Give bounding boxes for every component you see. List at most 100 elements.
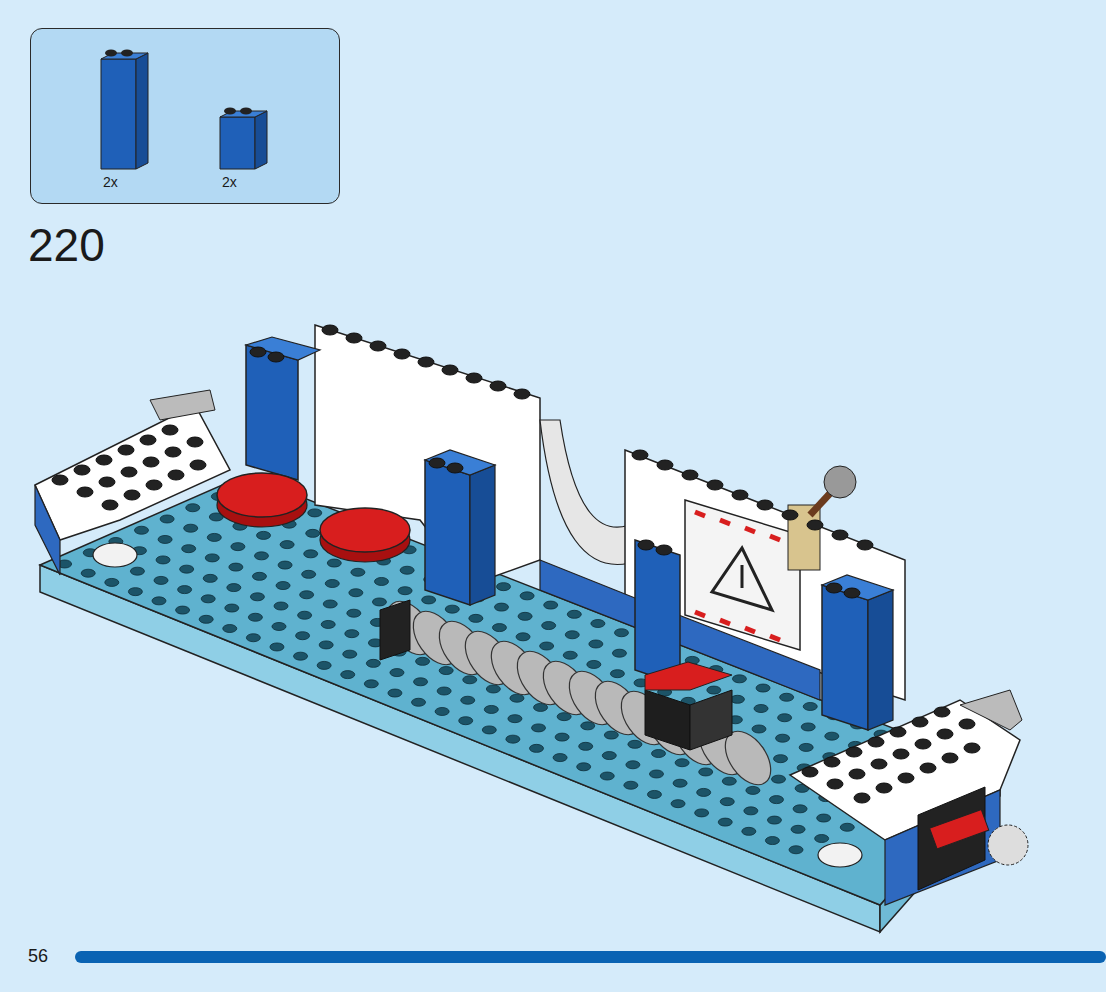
stud (304, 550, 318, 558)
stud (827, 779, 843, 789)
stud (532, 724, 546, 732)
stud (600, 772, 614, 780)
grille (960, 690, 1022, 730)
stud (671, 800, 685, 808)
stud (439, 667, 453, 675)
stud (565, 631, 579, 639)
blue-brick-side (470, 465, 495, 605)
lever-knob (824, 466, 856, 498)
stud (742, 827, 756, 835)
stud (323, 600, 337, 608)
stud (492, 624, 506, 632)
blue-brick (246, 345, 298, 480)
stud (840, 823, 854, 831)
stud (757, 500, 773, 510)
stud (542, 622, 556, 630)
stud (579, 742, 593, 750)
stud (675, 759, 689, 767)
stud (176, 606, 190, 614)
stud (604, 731, 618, 739)
stud (370, 341, 386, 351)
stud (278, 561, 292, 569)
stud (746, 786, 760, 794)
stud (140, 435, 156, 445)
stud (143, 457, 159, 467)
sign-stripes (695, 512, 780, 640)
stud (317, 661, 331, 669)
white-round (818, 843, 862, 867)
stud (826, 583, 842, 593)
stud (494, 603, 508, 611)
stud (772, 775, 786, 783)
stud (682, 470, 698, 480)
stud (158, 535, 172, 543)
stud (184, 524, 198, 532)
stud (121, 467, 137, 477)
stud (844, 588, 860, 598)
stud (205, 554, 219, 562)
stud (199, 615, 213, 623)
white-plate (35, 405, 230, 540)
stud (767, 816, 781, 824)
stud (540, 642, 554, 650)
stud (832, 530, 848, 540)
stud (240, 108, 252, 115)
stud (250, 347, 266, 357)
stud (77, 487, 93, 497)
stud (124, 490, 140, 500)
stud (937, 729, 953, 739)
stud (959, 719, 975, 729)
stud (610, 670, 624, 678)
blue-brick (822, 585, 868, 730)
stud (190, 460, 206, 470)
stud (529, 744, 543, 752)
stud (294, 652, 308, 660)
stud (824, 757, 840, 767)
stud (374, 577, 388, 585)
stud (769, 796, 783, 804)
grille (150, 390, 215, 420)
stud (121, 50, 133, 57)
stud (482, 726, 496, 734)
stud (388, 689, 402, 697)
stud (296, 632, 310, 640)
stud (254, 552, 268, 560)
stud (270, 643, 284, 651)
stud (752, 725, 766, 733)
stud (272, 622, 286, 630)
stud (187, 437, 203, 447)
stud (128, 588, 142, 596)
stud (890, 727, 906, 737)
stud (346, 333, 362, 343)
stud (302, 570, 316, 578)
stud (168, 470, 184, 480)
stud (156, 556, 170, 564)
stud (732, 675, 746, 683)
stud (447, 463, 463, 473)
stud (765, 837, 779, 845)
stud (744, 807, 758, 815)
stud (697, 788, 711, 796)
stud (252, 572, 266, 580)
stud (780, 693, 794, 701)
stud (105, 50, 117, 57)
stud (227, 584, 241, 592)
stud (461, 696, 475, 704)
stud (96, 455, 112, 465)
stud (508, 715, 522, 723)
stud (656, 545, 672, 555)
stud (518, 612, 532, 620)
stud (250, 593, 264, 601)
stud (347, 609, 361, 617)
black-block (645, 690, 690, 750)
stud (118, 445, 134, 455)
stud (720, 798, 734, 806)
stud (276, 582, 290, 590)
stud (801, 723, 815, 731)
stud (602, 752, 616, 760)
stud (372, 598, 386, 606)
stud (912, 717, 928, 727)
stud (825, 732, 839, 740)
stud (146, 480, 162, 490)
stud (791, 825, 805, 833)
